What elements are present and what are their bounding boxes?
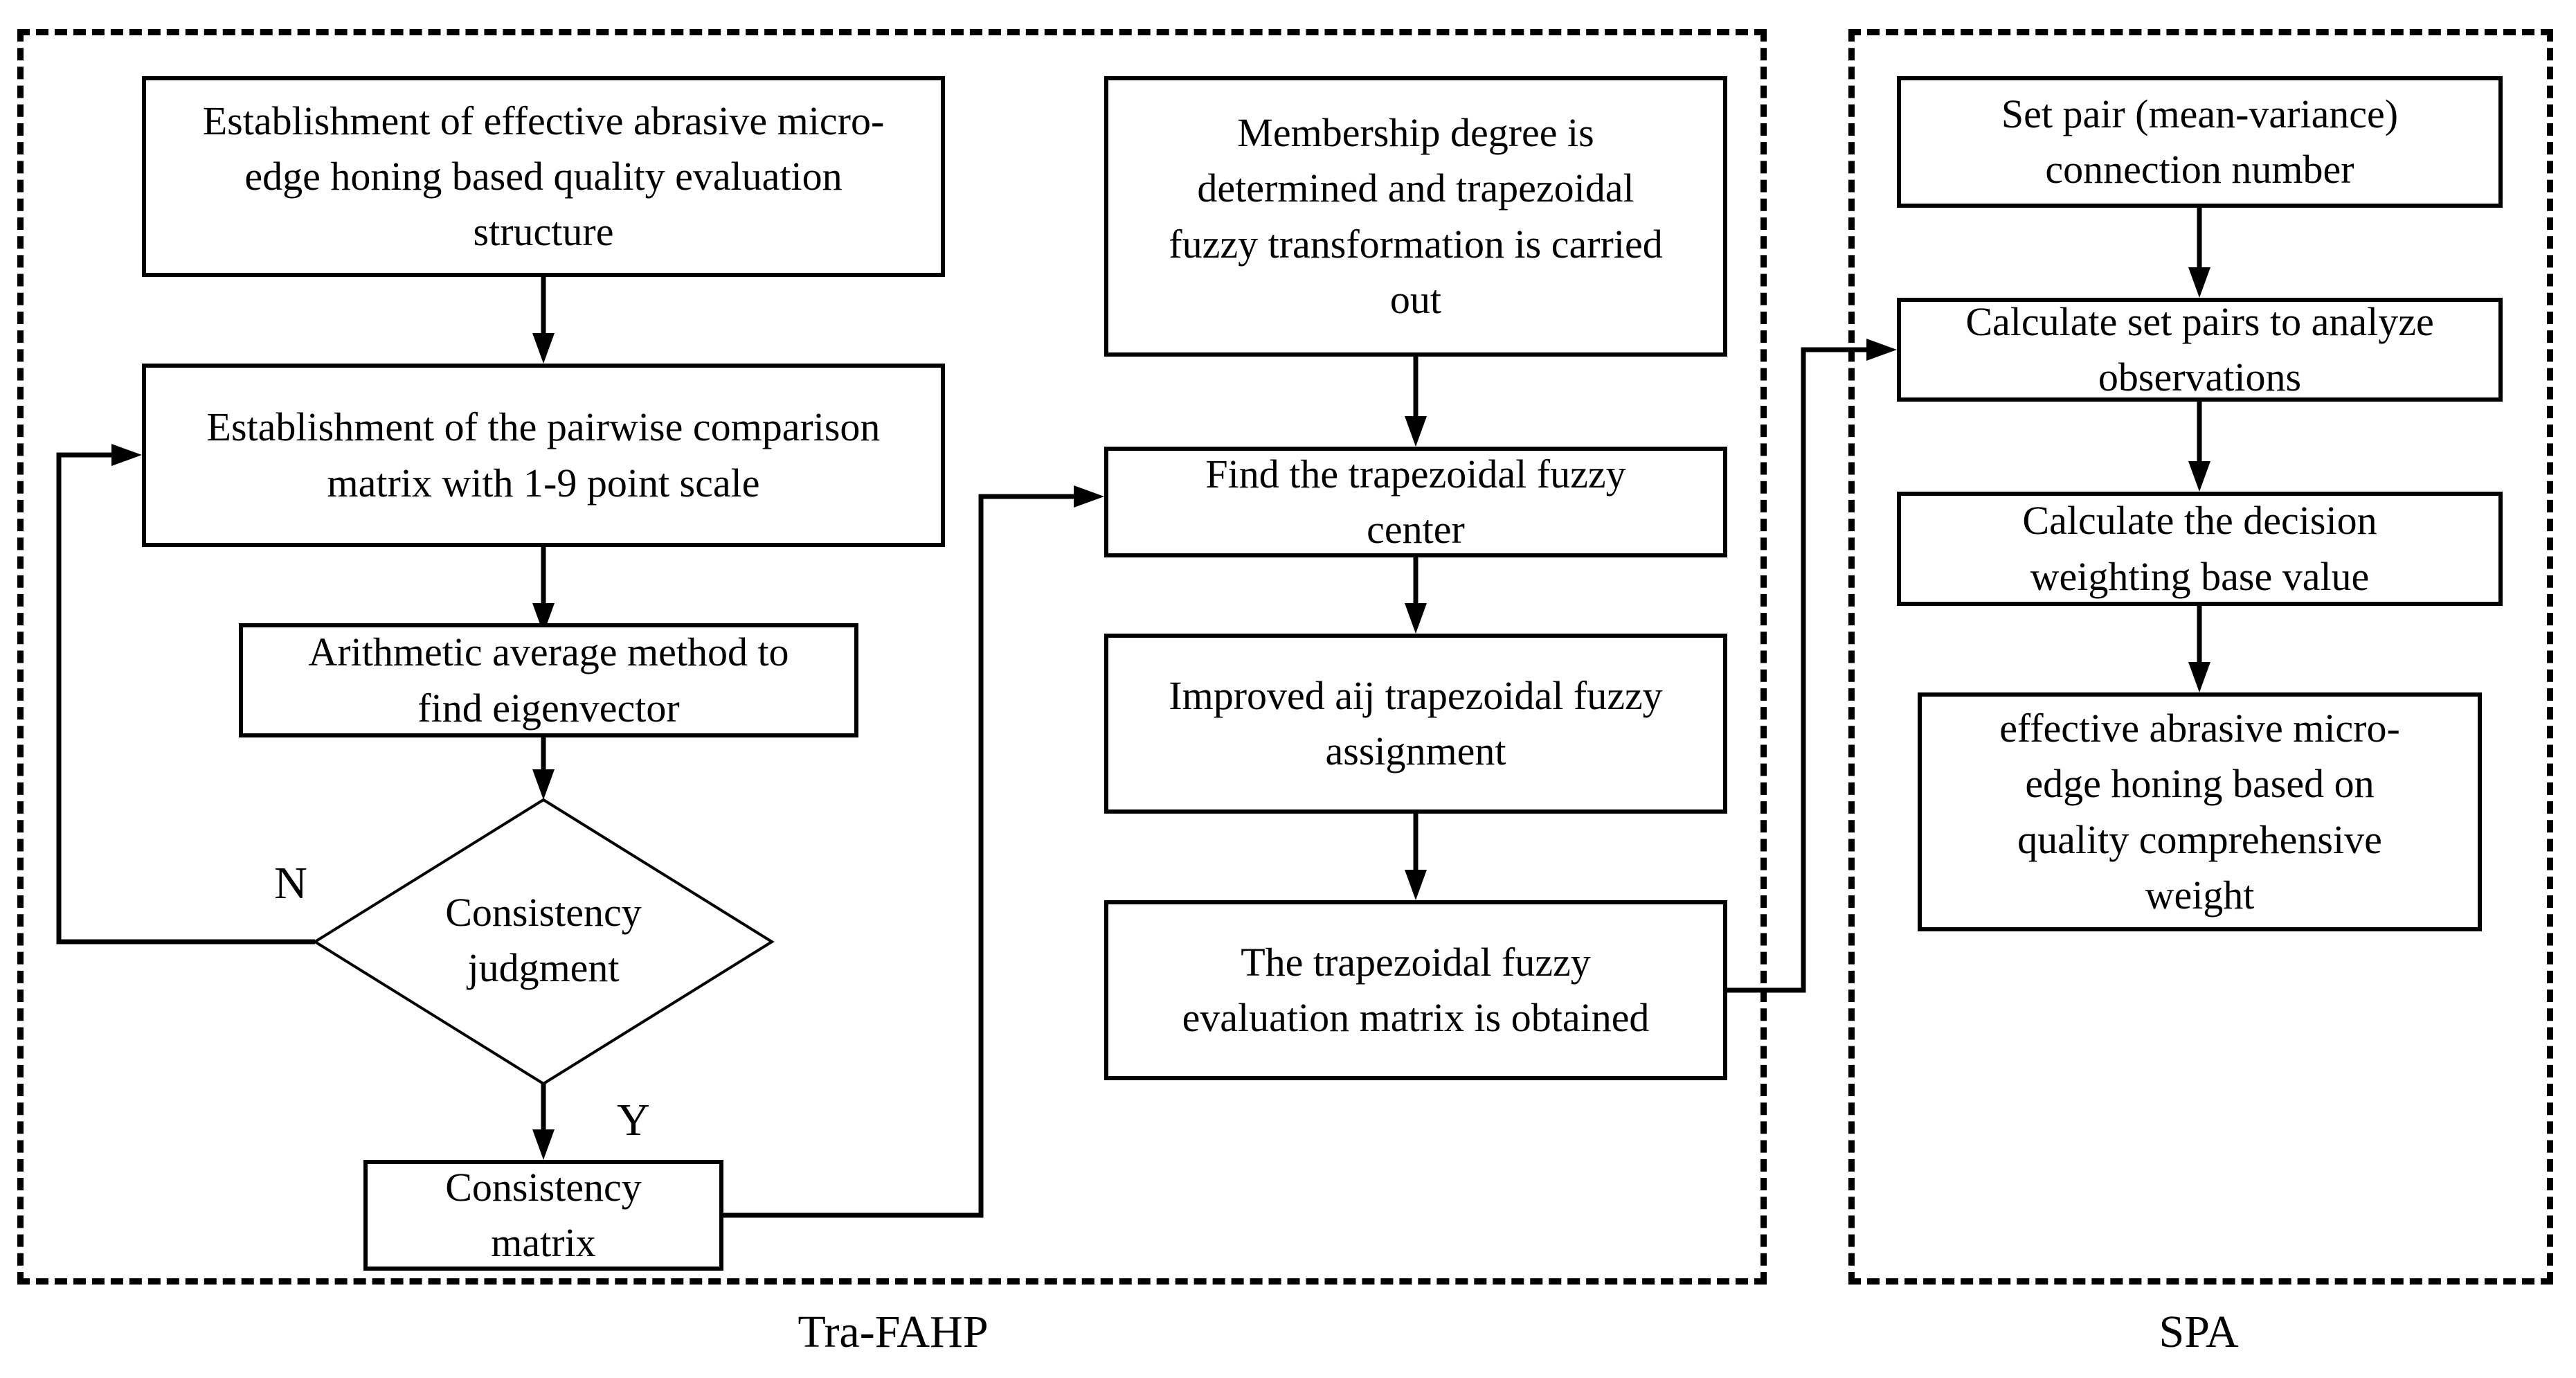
edge-set-pairs-to-weighting (2188, 402, 2210, 492)
node-improved-aij: Improved aij trapezoidal fuzzy assignmen… (1104, 634, 1727, 814)
node-comprehensive-weight: effective abrasive micro- edge honing ba… (1918, 692, 2482, 931)
edge-aij-to-evaluation (1405, 814, 1427, 900)
node-fuzzy-center: Find the trapezoidal fuzzy center (1104, 447, 1727, 557)
branch-label-no: N (274, 858, 307, 909)
node-consistency-judgment-label: Consistency judgment (445, 890, 642, 991)
node-establish-structure: Establishment of effective abrasive micr… (142, 76, 945, 277)
tra-fahp-group-box (17, 29, 1767, 1285)
node-arithmetic-average: Arithmetic average method to find eigenv… (239, 623, 858, 737)
edge-establish-to-pairwise (532, 277, 555, 364)
edge-arithmetic-to-judgment (532, 737, 555, 800)
node-consistency-matrix: Consistency matrix (363, 1160, 723, 1271)
edge-evaluation-to-set-pairs (1727, 339, 1897, 993)
edge-pairwise-to-arithmetic (532, 547, 555, 634)
edge-matrix-to-fuzzy-center (723, 485, 1104, 1218)
node-calculate-set-pairs: Calculate set pairs to analyze observati… (1897, 298, 2503, 402)
spa-group-label: SPA (2159, 1307, 2239, 1357)
spa-group-box (1848, 29, 2553, 1285)
branch-label-yes: Y (617, 1095, 650, 1145)
edge-judgment-no-loop (56, 444, 315, 945)
node-membership-degree: Membership degree is determined and trap… (1104, 76, 1727, 357)
node-evaluation-matrix: The trapezoidal fuzzy evaluation matrix … (1104, 900, 1727, 1080)
edge-fuzzy-center-to-aij (1405, 557, 1427, 634)
node-decision-weighting: Calculate the decision weighting base va… (1897, 492, 2503, 606)
edge-membership-to-fuzzy-center (1405, 357, 1427, 447)
node-pairwise-matrix: Establishment of the pairwise comparison… (142, 364, 945, 547)
tra-fahp-group-label: Tra-FAHP (798, 1307, 989, 1357)
node-set-pair-connection: Set pair (mean-variance) connection numb… (1897, 76, 2503, 208)
edge-judgment-yes (532, 1084, 555, 1160)
edge-connection-to-set-pairs (2188, 208, 2210, 298)
edge-weighting-to-weight (2188, 606, 2210, 692)
